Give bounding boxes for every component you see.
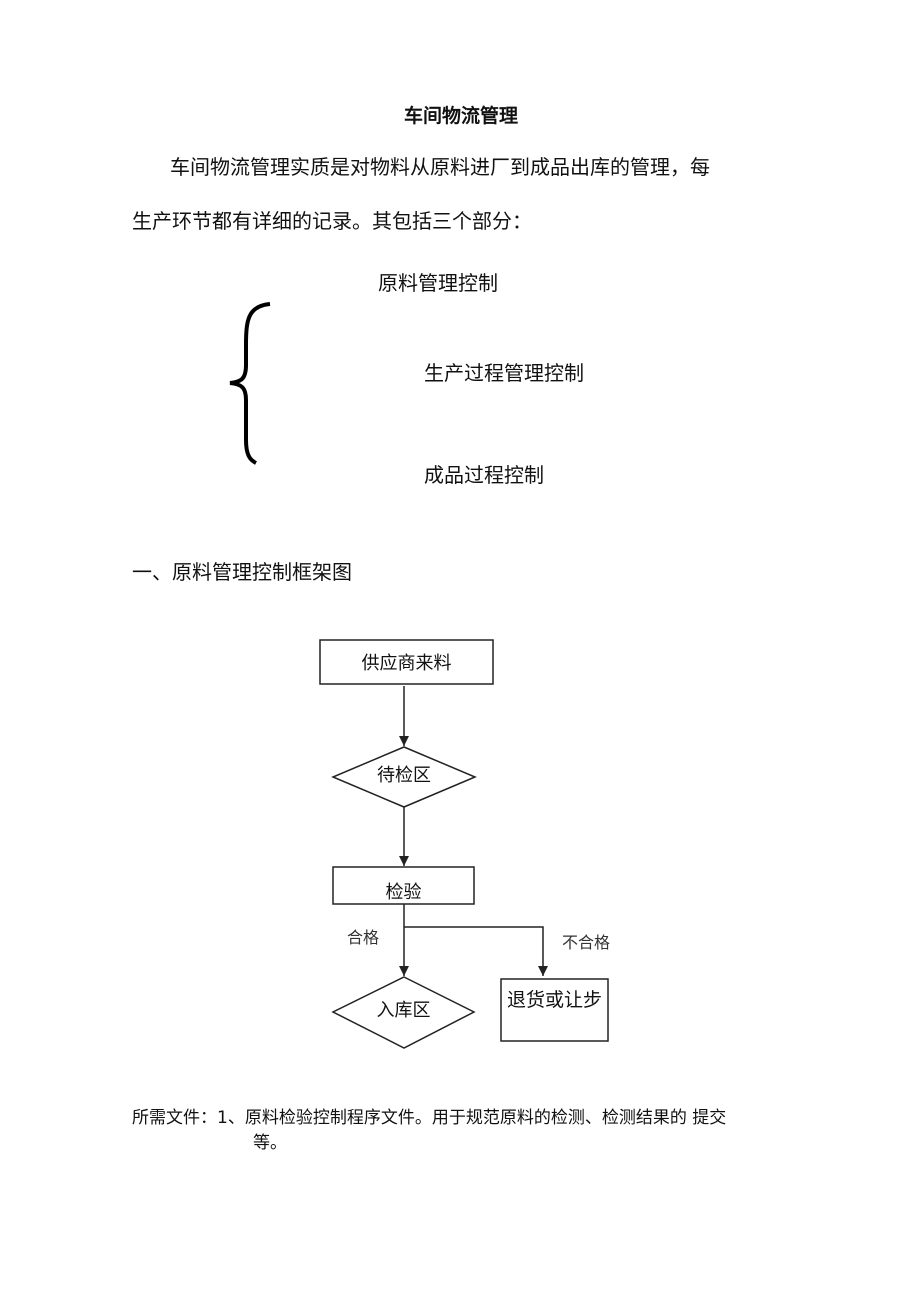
part-finished-goods: 成品过程控制 xyxy=(424,463,544,487)
part-raw-material: 原料管理控制 xyxy=(378,271,498,295)
inspection-label: 检验 xyxy=(385,882,422,903)
intro-line-2: 生产环节都有详细的记录。其包括三个部分： xyxy=(132,209,532,233)
fail-branch xyxy=(404,926,544,976)
documents-line-1: 所需文件：1、原料检验控制程序文件。用于规范原料的检测、检测结果的 提交 xyxy=(132,1108,727,1128)
return-box xyxy=(500,978,609,1042)
documents-line-2: 等。 xyxy=(253,1133,287,1153)
document-title: 车间物流管理 xyxy=(403,105,518,127)
return-label: 退货或让步 xyxy=(506,989,602,1011)
intro-line-1: 车间物流管理实质是对物料从原料进厂到成品出库的管理，每 xyxy=(170,155,710,179)
curly-brace xyxy=(229,302,271,465)
part-production: 生产过程管理控制 xyxy=(424,361,584,385)
section-heading: 一、原料管理控制框架图 xyxy=(132,560,352,584)
fail-label: 不合格 xyxy=(562,933,611,952)
pending-area-label: 待检区 xyxy=(377,765,431,786)
supplier-label: 供应商来料 xyxy=(361,653,452,674)
storage-area-label: 入库区 xyxy=(376,1000,431,1021)
supplier-box xyxy=(319,639,494,685)
pass-label: 合格 xyxy=(347,928,380,947)
storage-diamond xyxy=(331,976,476,1049)
